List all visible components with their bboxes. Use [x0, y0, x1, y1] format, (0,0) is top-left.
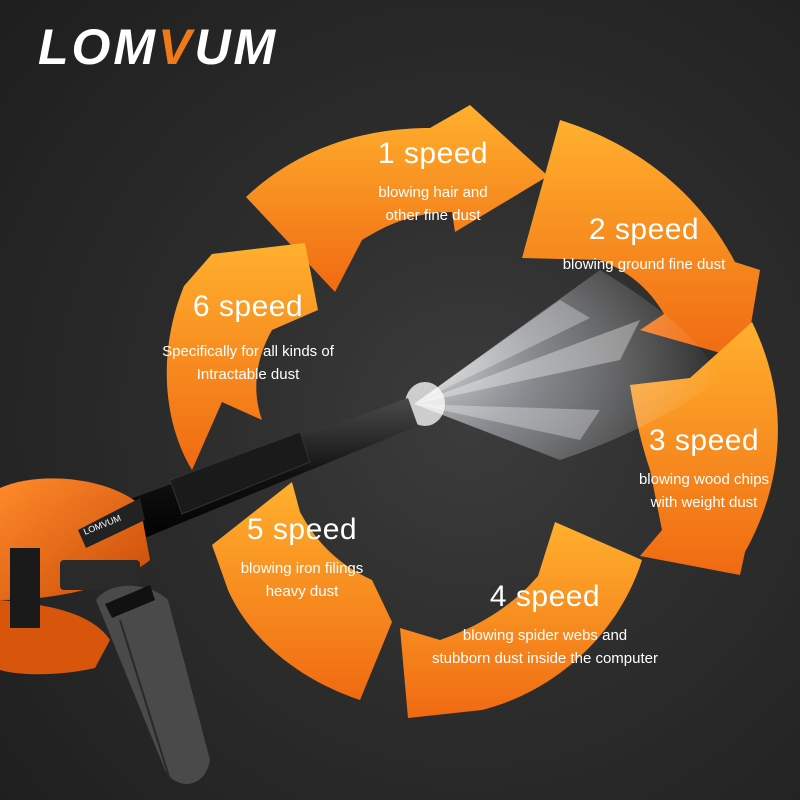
blower-body: LOMVUM: [0, 478, 150, 675]
segment-5-arrow: [212, 482, 392, 700]
speed-5-group: 5 speed blowing iron filings heavy dust: [212, 513, 392, 603]
speed-6-desc-line1: Specifically for all kinds of: [162, 343, 334, 360]
speed-5-desc-line2: heavy dust: [265, 583, 339, 600]
segment-1-arrow: [246, 105, 548, 292]
segment-4-arrow: [400, 522, 642, 718]
speed-6-group: 6 speed Specifically for all kinds of In…: [128, 290, 368, 386]
air-spray: [405, 270, 720, 460]
brand-logo-accent-letter: V: [158, 19, 195, 75]
speed-6-desc-line2: Intractable dust: [196, 366, 300, 383]
speed-3-desc-line2: with weight dust: [650, 494, 758, 511]
blower-tube: [100, 398, 418, 548]
speed-3-desc-line1: blowing wood chips: [638, 471, 770, 488]
speed-4-desc-line2: stubborn dust inside the computer: [432, 650, 658, 667]
brand-logo: LOMVUM: [38, 19, 279, 75]
speed-4-title: 4 speed: [489, 580, 601, 613]
speed-ring: [166, 105, 778, 718]
dust-bag: [96, 585, 210, 784]
speed-1-desc-line1: blowing hair and: [378, 184, 488, 201]
segment-2-arrow: [522, 120, 760, 360]
speed-3-title: 3 speed: [648, 424, 760, 457]
speed-2-group: 2 speed blowing ground fine dust: [534, 213, 754, 276]
speed-1-group: 1 speed blowing hair and other fine dust: [338, 137, 528, 227]
speed-5-title: 5 speed: [246, 513, 358, 546]
speed-2-desc-line1: blowing ground fine dust: [562, 256, 726, 273]
speed-1-title: 1 speed: [377, 137, 489, 170]
speed-4-group: 4 speed blowing spider webs and stubborn…: [395, 580, 695, 670]
speed-4-desc-line1: blowing spider webs and: [462, 627, 628, 644]
speed-6-title: 6 speed: [192, 290, 304, 323]
speed-5-desc-line1: blowing iron filings: [240, 560, 364, 577]
segment-6-arrow: [166, 243, 318, 470]
speed-2-title: 2 speed: [588, 213, 700, 246]
speed-1-desc-line2: other fine dust: [385, 207, 481, 224]
speed-3-group: 3 speed blowing wood chips with weight d…: [604, 424, 800, 514]
